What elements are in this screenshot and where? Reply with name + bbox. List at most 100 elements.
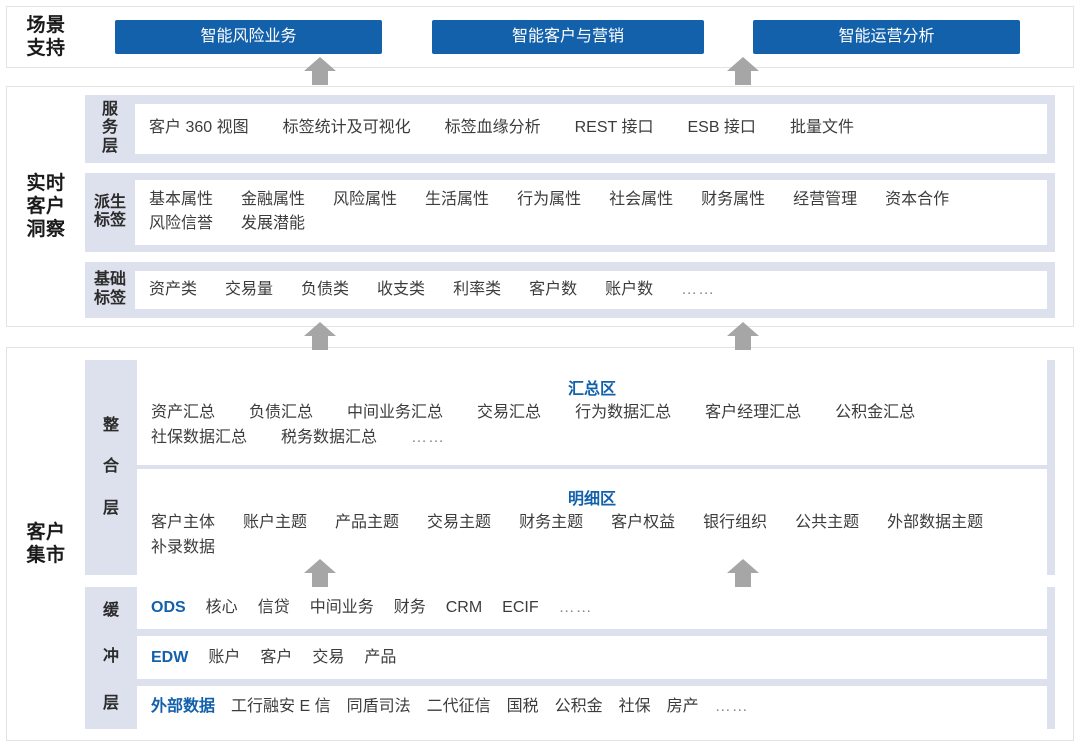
external-item[interactable]: 国税 — [506, 698, 539, 716]
scene-support-panel: 场景 支持 智能风险业务 智能客户与营销 智能运营分析 — [6, 6, 1074, 68]
edw-item[interactable]: 产品 — [364, 648, 397, 666]
service-label-line-0: 服 — [101, 100, 118, 118]
derived-item[interactable]: 资本合作 — [885, 190, 950, 208]
ods-item-list: ODS 核心 信贷 中间业务 财务 CRM ECIF …… — [151, 599, 1033, 617]
derived-tags-label: 派生 标签 — [85, 173, 135, 253]
basic-item[interactable]: 账户数 — [605, 280, 654, 298]
up-arrow-icon — [303, 321, 337, 351]
up-arrow-icon — [303, 56, 337, 86]
summary-item[interactable]: 公积金汇总 — [835, 404, 916, 422]
scene-label-line-0: 场景 — [26, 14, 66, 36]
summary-item-ellipsis: …… — [411, 429, 446, 447]
integration-label-line-2: 层 — [102, 499, 119, 517]
ods-item[interactable]: 核心 — [205, 599, 238, 617]
summary-item[interactable]: 客户经理汇总 — [705, 404, 802, 422]
summary-item[interactable]: 中间业务汇总 — [347, 404, 444, 422]
external-head[interactable]: 外部数据 — [151, 698, 216, 716]
edw-item-list: EDW 账户 客户 交易 产品 — [151, 649, 1033, 667]
summary-item[interactable]: 行为数据汇总 — [575, 404, 672, 422]
scene-button-operations-analysis[interactable]: 智能运营分析 — [753, 20, 1020, 54]
edw-item[interactable]: 客户 — [260, 648, 293, 666]
ods-item[interactable]: 信贷 — [257, 599, 290, 617]
detail-item[interactable]: 补录数据 — [151, 538, 216, 556]
ods-item[interactable]: CRM — [445, 599, 483, 617]
summary-item[interactable]: 交易汇总 — [477, 404, 542, 422]
service-item[interactable]: 标签血缘分析 — [444, 119, 541, 137]
derived-item[interactable]: 风险属性 — [333, 190, 398, 208]
scene-button-risk[interactable]: 智能风险业务 — [115, 20, 382, 54]
scene-support-body: 智能风险业务 智能客户与营销 智能运营分析 — [85, 7, 1073, 67]
detail-item[interactable]: 公共主题 — [795, 513, 860, 531]
external-item[interactable]: 二代征信 — [426, 698, 491, 716]
basic-item[interactable]: 收支类 — [377, 280, 426, 298]
basic-item[interactable]: 资产类 — [149, 280, 198, 298]
service-item[interactable]: 标签统计及可视化 — [282, 119, 411, 137]
basic-item-ellipsis: …… — [681, 280, 716, 298]
basic-item[interactable]: 利率类 — [453, 280, 502, 298]
summary-item[interactable]: 税务数据汇总 — [281, 429, 378, 447]
up-arrow-icon — [303, 558, 337, 588]
buffer-boxes: ODS 核心 信贷 中间业务 财务 CRM ECIF …… EDW — [137, 586, 1055, 729]
buffer-layer-label: 缓 冲 层 — [85, 587, 137, 729]
external-item[interactable]: 工行融安 E 信 — [231, 698, 331, 716]
detail-item[interactable]: 客户主体 — [151, 513, 216, 531]
external-item[interactable]: 社保 — [618, 698, 651, 716]
service-item[interactable]: 批量文件 — [789, 119, 854, 137]
detail-item[interactable]: 财务主题 — [519, 513, 584, 531]
integration-boxes: 汇总区 资产汇总 负债汇总 中间业务汇总 交易汇总 行为数据汇总 客户经理汇总 … — [137, 359, 1055, 575]
derived-item[interactable]: 财务属性 — [701, 190, 766, 208]
basic-item[interactable]: 负债类 — [301, 280, 350, 298]
ods-item[interactable]: 财务 — [393, 599, 426, 617]
summary-item[interactable]: 资产汇总 — [151, 404, 216, 422]
edw-item[interactable]: 交易 — [312, 648, 345, 666]
derived-item[interactable]: 基本属性 — [149, 190, 214, 208]
scene-label-line-1: 支持 — [26, 38, 66, 59]
customer-mart-panel: 客户 集市 整 合 层 汇总区 资产汇总 — [6, 347, 1074, 741]
basic-item[interactable]: 交易量 — [225, 280, 274, 298]
service-item[interactable]: ESB 接口 — [687, 119, 756, 137]
external-item[interactable]: 公积金 — [554, 698, 603, 716]
detail-item[interactable]: 交易主题 — [427, 513, 492, 531]
basic-tags-group: 基础 标签 资产类 交易量 负债类 收支类 利率类 客户数 账户数 …… — [85, 262, 1055, 318]
derived-item[interactable]: 经营管理 — [793, 190, 858, 208]
derived-tags-box: 基本属性 金融属性 风险属性 生活属性 行为属性 社会属性 财务属性 经营管理 … — [135, 179, 1047, 246]
edw-item[interactable]: 账户 — [208, 648, 241, 666]
detail-item[interactable]: 客户权益 — [611, 513, 676, 531]
derived-item[interactable]: 金融属性 — [241, 190, 306, 208]
derived-item[interactable]: 生活属性 — [425, 190, 490, 208]
derived-item[interactable]: 风险信誉 — [149, 215, 214, 233]
insight-label-line-0: 实时 — [26, 172, 66, 194]
derived-item[interactable]: 社会属性 — [609, 190, 674, 208]
detail-item-list: 客户主体 账户主题 产品主题 交易主题 财务主题 客户权益 银行组织 公共主题 … — [151, 511, 1033, 561]
integration-layer-group: 整 合 层 汇总区 资产汇总 负债汇总 中间业务汇总 交易汇总 行为数据汇总 — [85, 359, 1055, 575]
derived-item[interactable]: 发展潜能 — [241, 215, 306, 233]
detail-zone-box: 明细区 客户主体 账户主题 产品主题 交易主题 财务主题 客户权益 银行组织 公… — [137, 469, 1047, 575]
service-item-list: 客户 360 视图 标签统计及可视化 标签血缘分析 REST 接口 ESB 接口… — [149, 116, 1033, 141]
buffer-row-ods: ODS 核心 信贷 中间业务 财务 CRM ECIF …… — [137, 586, 1047, 630]
scene-button-customer-marketing[interactable]: 智能客户与营销 — [432, 20, 704, 54]
ods-item[interactable]: 中间业务 — [309, 599, 374, 617]
summary-item[interactable]: 社保数据汇总 — [151, 429, 248, 447]
basic-tags-box: 资产类 交易量 负债类 收支类 利率类 客户数 账户数 …… — [135, 271, 1047, 309]
integration-layer-label: 整 合 层 — [85, 360, 137, 575]
detail-item[interactable]: 账户主题 — [243, 513, 308, 531]
ods-head[interactable]: ODS — [151, 599, 186, 617]
detail-item[interactable]: 银行组织 — [703, 513, 768, 531]
detail-item[interactable]: 外部数据主题 — [887, 513, 984, 531]
service-item[interactable]: 客户 360 视图 — [149, 119, 249, 137]
scene-button-row: 智能风险业务 智能客户与营销 智能运营分析 — [85, 20, 1073, 54]
edw-head[interactable]: EDW — [151, 648, 189, 666]
buffer-row-edw: EDW 账户 客户 交易 产品 — [137, 636, 1047, 679]
ods-item[interactable]: ECIF — [502, 599, 539, 617]
detail-item[interactable]: 产品主题 — [335, 513, 400, 531]
service-label-line-2: 层 — [101, 138, 118, 156]
basic-item[interactable]: 客户数 — [529, 280, 578, 298]
external-item[interactable]: 同盾司法 — [346, 698, 411, 716]
buffer-label-line-2: 层 — [102, 694, 119, 712]
service-item[interactable]: REST 接口 — [574, 119, 654, 137]
derived-item[interactable]: 行为属性 — [517, 190, 582, 208]
basic-tags-label: 基础 标签 — [85, 262, 135, 318]
external-item[interactable]: 房产 — [666, 698, 699, 716]
summary-item[interactable]: 负债汇总 — [249, 404, 314, 422]
